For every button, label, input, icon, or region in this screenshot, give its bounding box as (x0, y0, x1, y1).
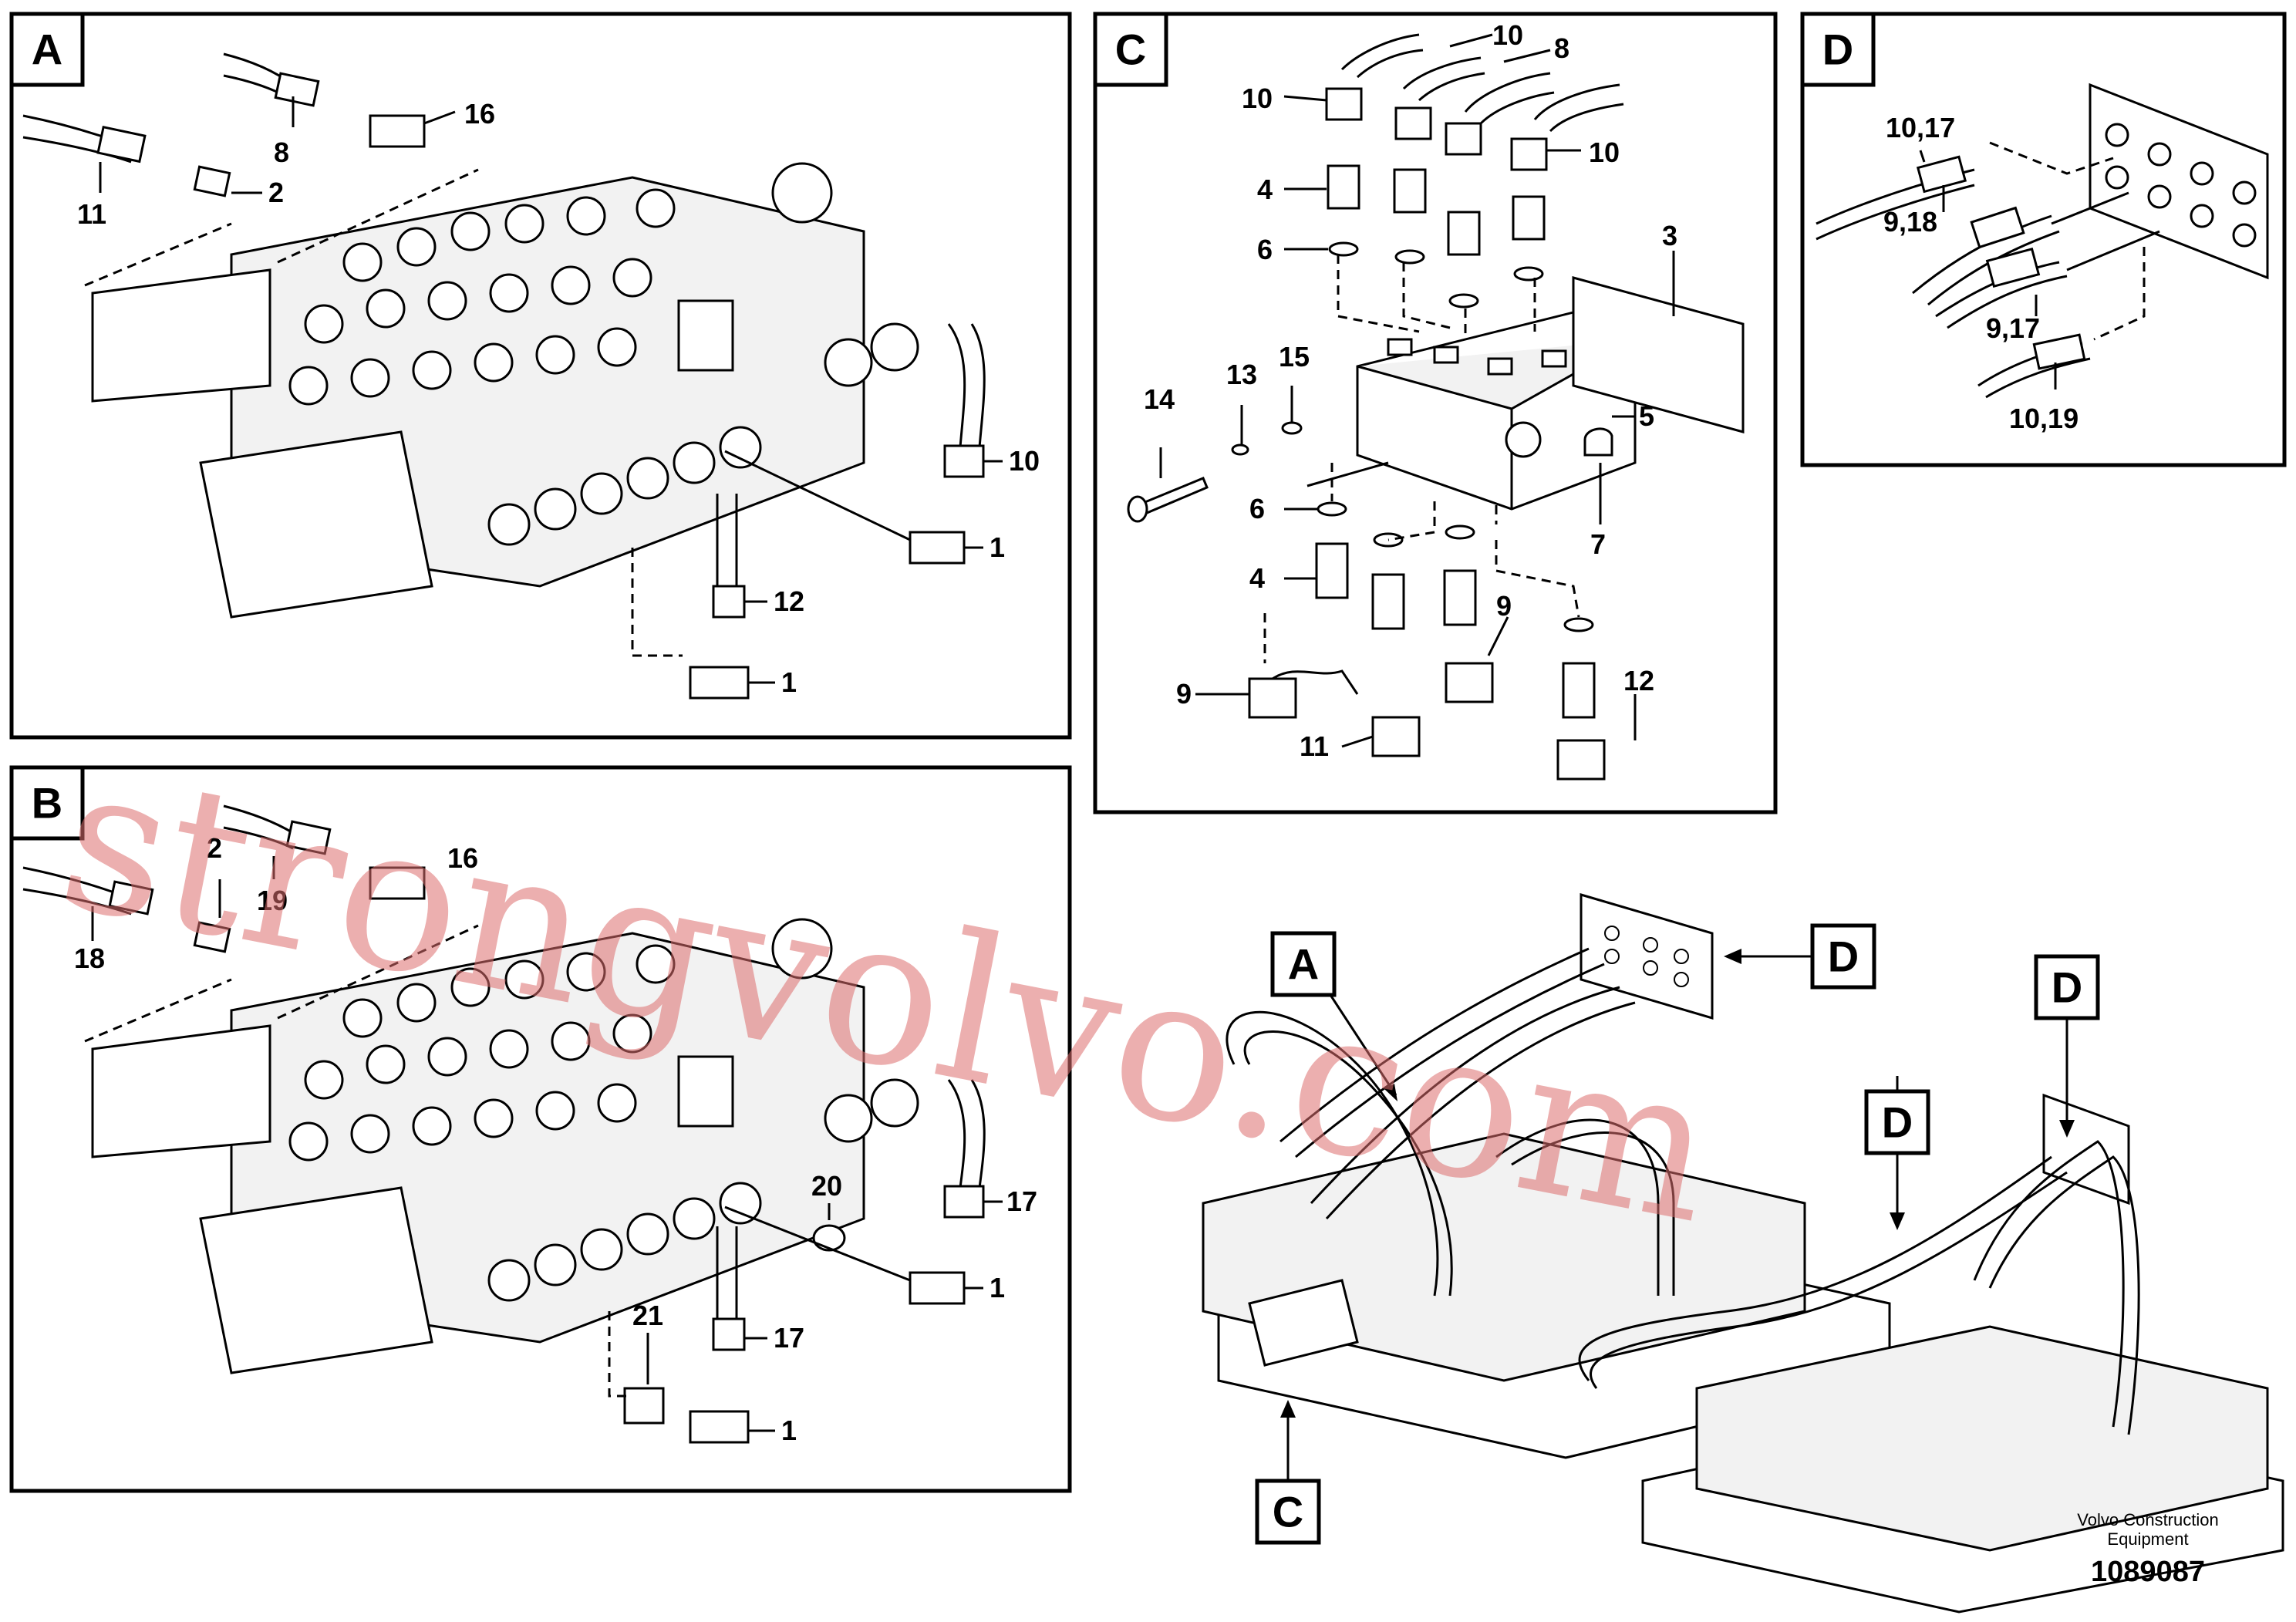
overview-hoses-right (1578, 1140, 2140, 1435)
callout: 2 (207, 832, 222, 864)
overview-label-d: D (1882, 1098, 1913, 1147)
callout: 19 (257, 885, 288, 916)
fittings-c-top (1327, 164, 1546, 309)
callout: 6 (1257, 234, 1273, 265)
callouts-c: 10 10 8 10 4 6 3 14 13 15 5 6 7 4 9 9 12… (1144, 19, 1677, 762)
brand-line-1: Volvo Construction (2077, 1510, 2218, 1529)
fittings-c-bottom (1248, 501, 1606, 781)
callout: 8 (274, 137, 289, 168)
callout: 10 (1009, 445, 1040, 477)
document-number: 1089087 (2091, 1556, 2205, 1588)
hoses-c-top (1325, 33, 1624, 171)
callout: 15 (1279, 341, 1310, 373)
callout: 17 (774, 1322, 804, 1354)
panel-d-label: D (1822, 25, 1853, 74)
callout: 5 (1639, 400, 1654, 432)
callout: 10 (1242, 83, 1273, 114)
overview-label-d: D (2052, 963, 2082, 1012)
callout: 13 (1226, 359, 1257, 390)
overview-label-c: C (1273, 1488, 1303, 1536)
callout: 10 (1492, 19, 1523, 51)
callout: 10,19 (2009, 403, 2079, 434)
callout: 1 (781, 1415, 797, 1446)
callout: 1 (990, 1272, 1005, 1303)
panel-b-label: B (32, 779, 62, 828)
brand-line-2: Equipment (2107, 1529, 2188, 1549)
callout: 9 (1496, 590, 1512, 622)
panel-d: D 10,17 9,18 9,17 10,19 (1800, 12, 2287, 467)
callout: 2 (268, 177, 284, 208)
callout: 6 (1249, 493, 1265, 524)
callout: 1 (990, 531, 1005, 563)
panel-a: A (9, 12, 1072, 740)
overview-labels: A D D D C (1255, 923, 2100, 1545)
callout: 1 (781, 666, 797, 698)
callout: 10,17 (1886, 112, 1955, 143)
callout: 9,17 (1986, 312, 2040, 344)
overview-label-a: A (1288, 940, 1319, 989)
panel-c: C (1093, 12, 1778, 814)
callout: 12 (1623, 665, 1654, 696)
overview: A D D D C (1202, 892, 2284, 1614)
callouts-b: 2 19 16 18 20 17 1 21 17 1 (74, 832, 1037, 1446)
callout: 9,18 (1883, 206, 1937, 238)
overview-hoses-left (1226, 947, 1675, 1297)
manifold-c (1356, 276, 1745, 511)
panel-b: B (9, 765, 1072, 1493)
callout: 20 (811, 1170, 842, 1202)
callout: 4 (1257, 174, 1273, 205)
callout: 16 (447, 842, 478, 874)
callouts-a: 16 8 2 11 10 1 12 1 (77, 98, 1040, 698)
callouts-d: 10,17 9,18 9,17 10,19 (1883, 112, 2079, 434)
callout: 4 (1249, 562, 1265, 594)
valve-block-b (91, 918, 919, 1374)
hoses-a (22, 52, 986, 700)
callout: 9 (1176, 678, 1192, 710)
callout: 7 (1590, 528, 1606, 560)
footer: Volvo Construction Equipment 1089087 (2077, 1510, 2218, 1588)
callout: 11 (1300, 730, 1329, 762)
callout: 14 (1144, 383, 1175, 415)
callout: 12 (774, 585, 804, 617)
panel-a-label: A (32, 25, 62, 74)
callout: 11 (77, 198, 106, 230)
callout: 21 (632, 1300, 663, 1331)
valve-block-a (91, 162, 919, 619)
callout: 17 (1006, 1185, 1037, 1217)
callout: 18 (74, 943, 105, 974)
panel-c-label: C (1115, 25, 1146, 74)
overview-label-d: D (1828, 932, 1859, 981)
callout: 10 (1589, 137, 1620, 168)
callout: 8 (1554, 32, 1569, 64)
bolt-c (1127, 421, 1303, 523)
callout: 3 (1662, 220, 1677, 251)
callout: 16 (464, 98, 495, 130)
hoses-b (22, 804, 986, 1444)
